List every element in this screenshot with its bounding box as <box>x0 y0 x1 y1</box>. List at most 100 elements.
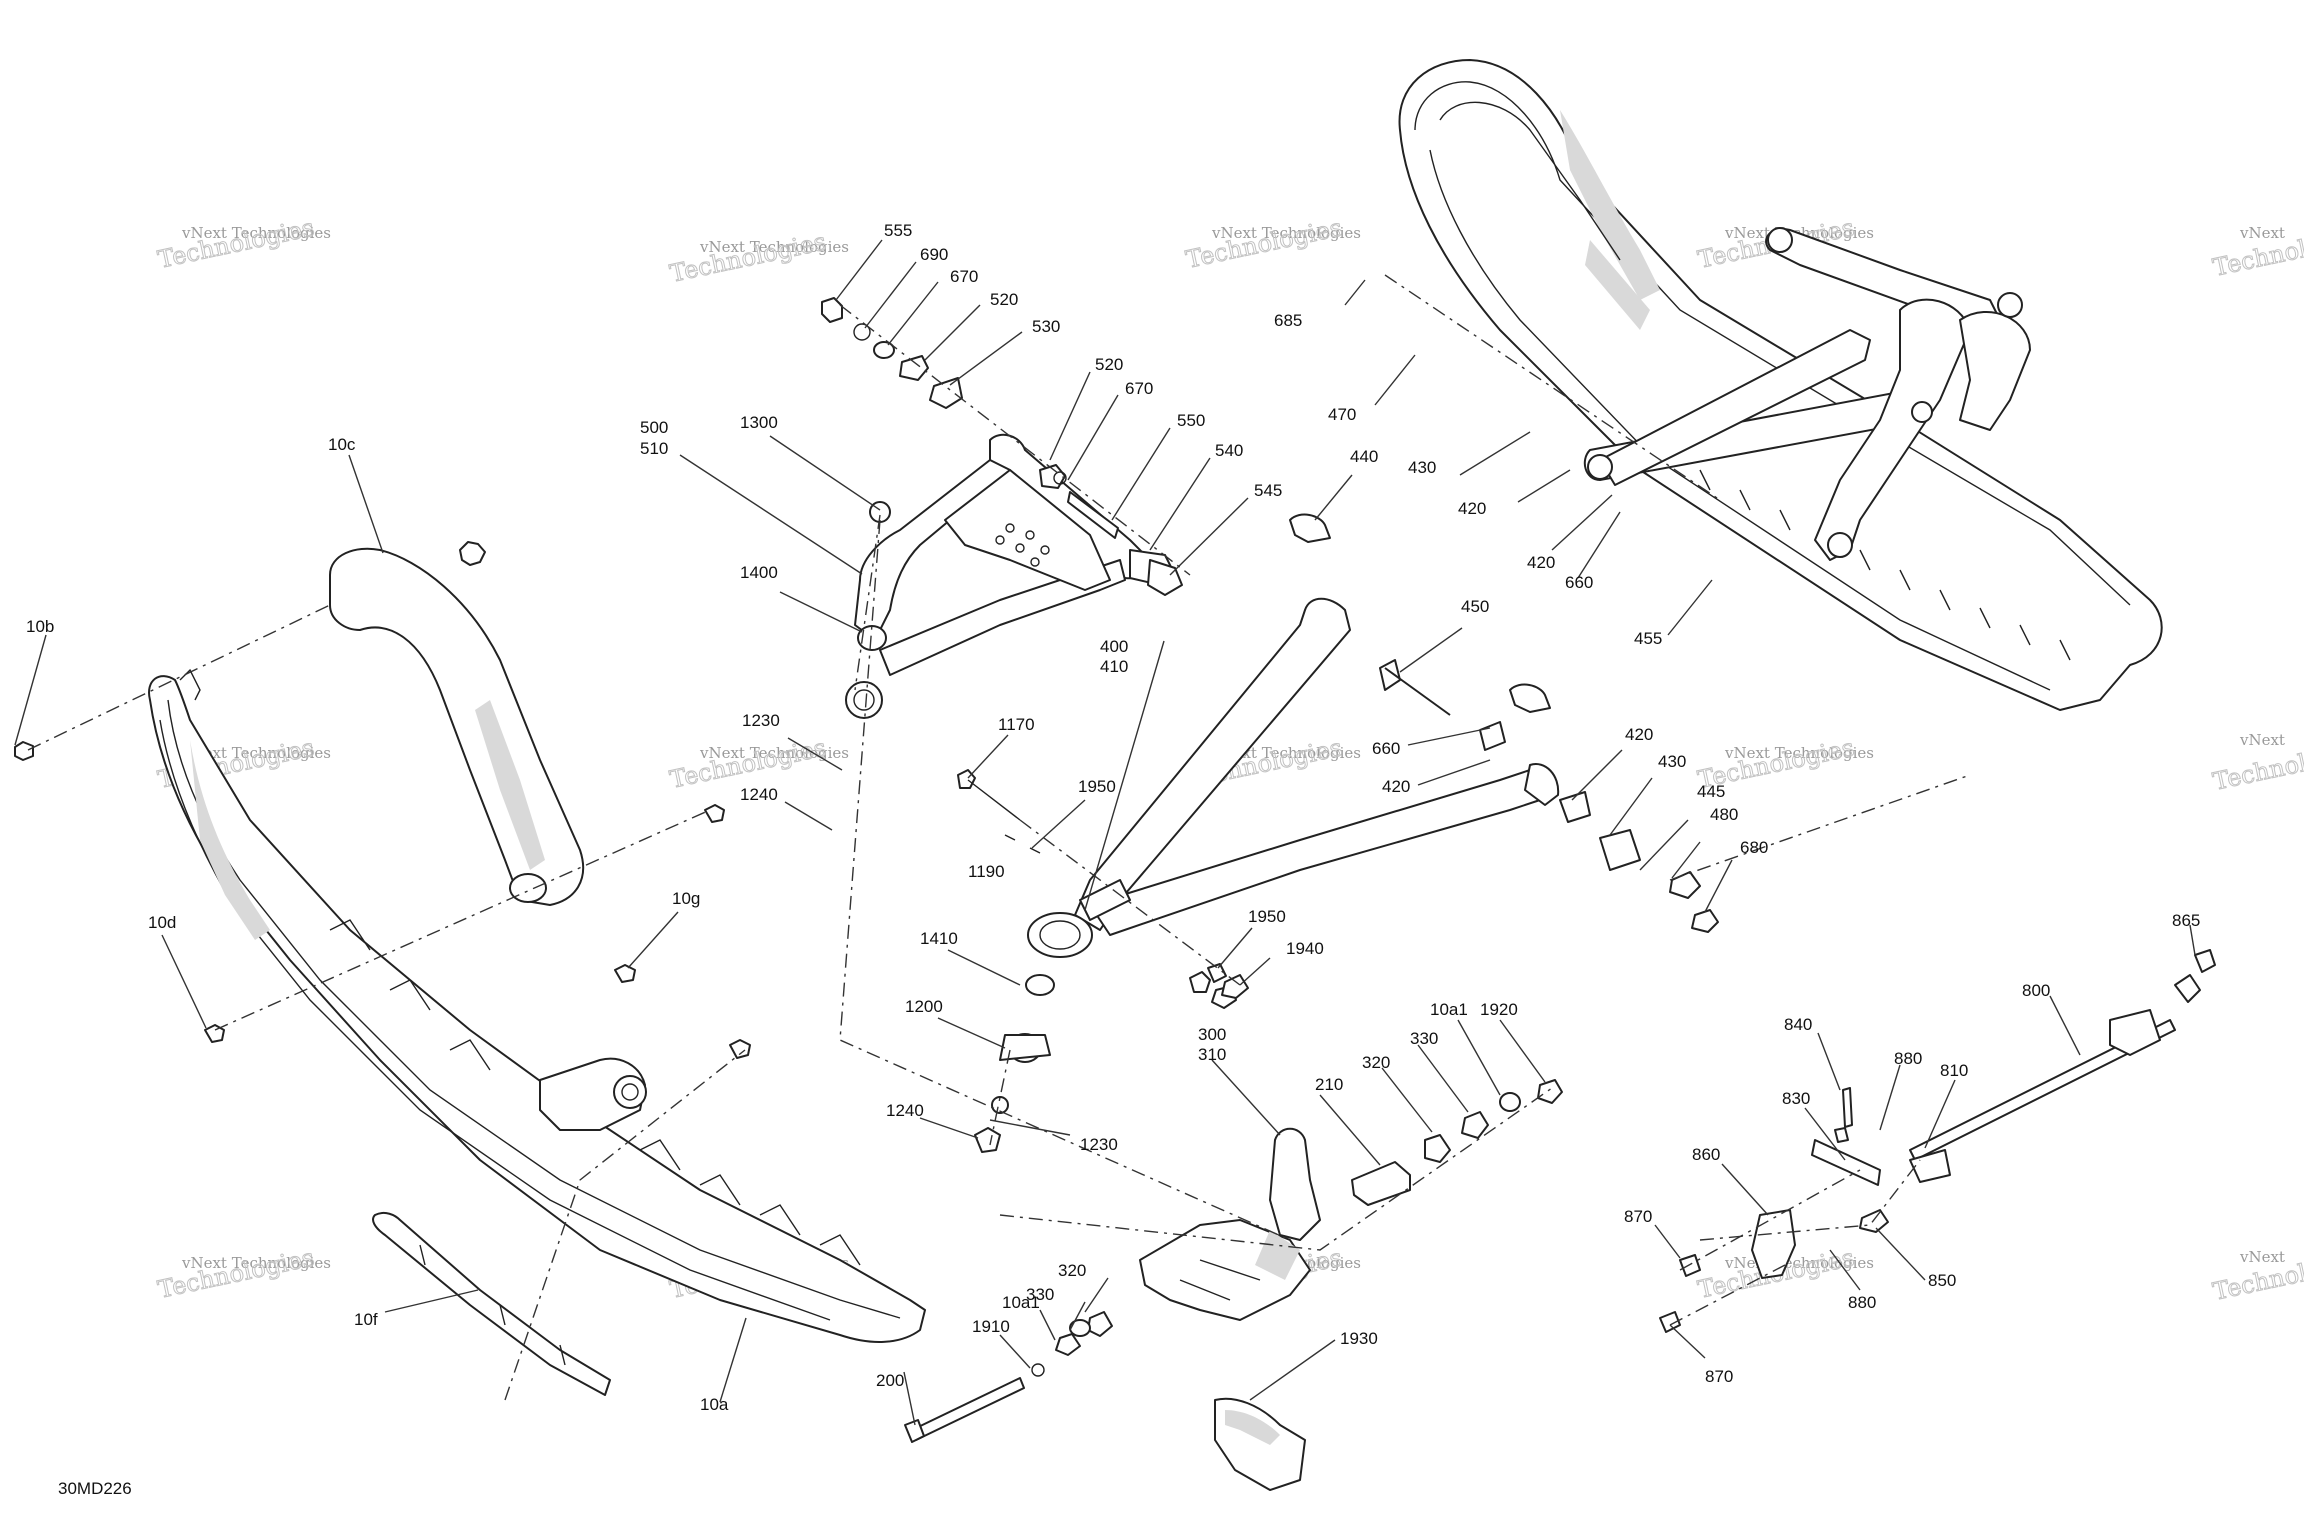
callout-850: 850 <box>1928 1271 1956 1290</box>
callout-540: 540 <box>1215 441 1243 460</box>
callout-310: 310 <box>1198 1045 1226 1064</box>
callout-10d: 10d <box>148 913 176 932</box>
callout-870: 870 <box>1624 1207 1652 1226</box>
callout-1300: 1300 <box>740 413 778 432</box>
callout-1950: 1950 <box>1078 777 1116 796</box>
svg-text:Technologies: Technologies <box>155 213 316 273</box>
callout-680: 680 <box>1740 838 1768 857</box>
callout-1190: 1190 <box>968 862 1005 881</box>
callout-1920: 1920 <box>1480 1000 1518 1019</box>
callout-545: 545 <box>1254 481 1282 500</box>
callout-430: 430 <box>1408 458 1436 477</box>
callout-670: 670 <box>1125 379 1153 398</box>
svg-text:vNext Technologies: vNext Technologies <box>699 744 849 762</box>
callout-330: 330 <box>1026 1285 1054 1304</box>
assembly-lines <box>27 274 1971 1401</box>
leader-lines <box>14 239 2196 1426</box>
callout-440: 440 <box>1350 447 1378 466</box>
spindle-hardware-illustration <box>974 963 1249 1153</box>
callout-1410: 1410 <box>920 929 958 948</box>
callout-880: 880 <box>1848 1293 1876 1312</box>
callout-1230: 1230 <box>742 711 780 730</box>
callout-520: 520 <box>1095 355 1123 374</box>
left-ski-illustration <box>14 541 926 1396</box>
callout-660: 660 <box>1565 573 1593 592</box>
callout-450: 450 <box>1461 597 1489 616</box>
callout-420: 420 <box>1527 553 1555 572</box>
callout-1200: 1200 <box>905 997 943 1016</box>
callout-550: 550 <box>1177 411 1205 430</box>
callout-520: 520 <box>990 290 1018 309</box>
callout-670: 670 <box>950 267 978 286</box>
callout-330: 330 <box>1410 1029 1438 1048</box>
callout-400: 400 <box>1100 637 1128 656</box>
svg-text:vNext: vNext <box>2239 731 2285 749</box>
callout-1230: 1230 <box>1080 1135 1118 1154</box>
callout-1400: 1400 <box>740 563 778 582</box>
callout-10b: 10b <box>26 617 54 636</box>
callout-10c: 10c <box>328 435 356 454</box>
assembled-ski-illustration <box>1398 59 2163 711</box>
callout-880: 880 <box>1894 1049 1922 1068</box>
callout-1910: 1910 <box>972 1317 1010 1336</box>
callout-10g: 10g <box>672 889 700 908</box>
callout-810: 810 <box>1940 1061 1968 1080</box>
callout-320: 320 <box>1058 1261 1086 1280</box>
callout-840: 840 <box>1784 1015 1812 1034</box>
watermark: vNext Technologies <box>2210 731 2304 796</box>
callout-420: 420 <box>1458 499 1486 518</box>
watermark: vNext Technologies <box>2210 1245 2304 1306</box>
callout-510: 510 <box>640 439 668 458</box>
svg-text:vNext Technologies: vNext Technologies <box>181 744 331 762</box>
spindle-illustration <box>904 1079 1563 1491</box>
svg-text:vNext Technologies: vNext Technologies <box>1211 224 1361 242</box>
callout-480: 480 <box>1710 805 1738 824</box>
callout-1240: 1240 <box>740 785 778 804</box>
callout-10a1: 10a1 <box>1002 1293 1040 1312</box>
watermark: vNext Technologies Technologies <box>155 1243 331 1304</box>
watermark: vNext Technologies Technologies <box>667 227 849 288</box>
diagram-id: 30MD226 <box>58 1479 132 1498</box>
callout-455: 455 <box>1634 629 1662 648</box>
callout-420: 420 <box>1625 725 1653 744</box>
svg-text:vNext Technologies: vNext Technologies <box>1724 744 1874 762</box>
callout-865: 865 <box>2172 911 2200 930</box>
callout-1930: 1930 <box>1340 1329 1378 1348</box>
callout-410: 410 <box>1100 657 1128 676</box>
callout-10a: 10a <box>700 1395 729 1414</box>
callout-320: 320 <box>1362 1053 1390 1072</box>
callout-800: 800 <box>2022 981 2050 1000</box>
callout-10f: 10f <box>354 1310 378 1329</box>
upper-a-arm-illustration <box>821 297 1183 719</box>
callout-470: 470 <box>1328 405 1356 424</box>
callout-300: 300 <box>1198 1025 1226 1044</box>
callout-430: 430 <box>1658 752 1686 771</box>
svg-text:vNext: vNext <box>2239 224 2285 242</box>
callout-10a1: 10a1 <box>1430 1000 1468 1019</box>
callout-1950: 1950 <box>1248 907 1286 926</box>
callout-420: 420 <box>1382 777 1410 796</box>
watermark: vNext Technologies <box>2210 221 2304 282</box>
callout-200: 200 <box>876 1371 904 1390</box>
callout-685: 685 <box>1274 311 1302 330</box>
callout-210: 210 <box>1315 1075 1343 1094</box>
callout-500: 500 <box>640 418 668 437</box>
svg-text:vNext Technologies: vNext Technologies <box>699 238 849 256</box>
watermark: vNext Technologies Technologies <box>1183 213 1361 274</box>
svg-text:Technologies: Technologies <box>1183 213 1344 273</box>
svg-text:vNext Technologies: vNext Technologies <box>181 224 331 242</box>
callout-830: 830 <box>1782 1089 1810 1108</box>
callout-1240: 1240 <box>886 1101 924 1120</box>
callout-870: 870 <box>1705 1367 1733 1386</box>
steering-linkage-illustration <box>1659 949 2216 1333</box>
callout-660: 660 <box>1372 739 1400 758</box>
callout-690: 690 <box>920 245 948 264</box>
callout-1940: 1940 <box>1286 939 1324 958</box>
svg-text:vNext Technologies: vNext Technologies <box>181 1254 331 1272</box>
callout-555: 555 <box>884 221 912 240</box>
callout-530: 530 <box>1032 317 1060 336</box>
svg-text:Technologies: Technologies <box>155 1243 316 1303</box>
svg-text:Technologies: Technologies <box>667 227 828 287</box>
watermark: vNext Technologies Technologies <box>155 213 331 274</box>
